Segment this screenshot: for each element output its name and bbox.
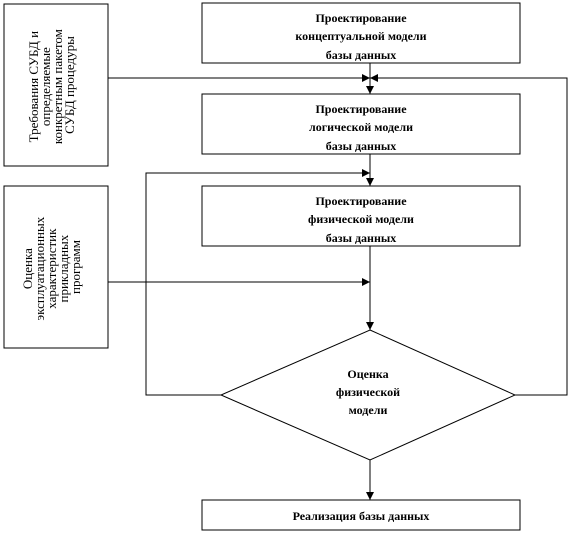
input-line: конкретным пакетом [50, 29, 65, 144]
input-box-operational-evaluation: Оценка эксплуатационных характеристик пр… [3, 185, 109, 349]
node-line: физической [336, 385, 400, 399]
input-line: эксплуатационных [32, 216, 47, 320]
node-label: Реализация базы данных [293, 509, 430, 523]
node-line: Проектирование [315, 102, 407, 116]
node-line: концептуальной модели [295, 29, 426, 43]
svg-text:Оценка эксплуатационны: Оценка эксплуатационных характеристик пр… [20, 214, 83, 321]
node-database-implementation: Реализация базы данных [201, 499, 521, 531]
input-line: прикладных [56, 234, 71, 302]
node-line: базы данных [326, 231, 396, 245]
node-line: физической модели [308, 212, 414, 226]
input-line: характеристик [44, 228, 59, 309]
feedback-arrow-right [370, 74, 568, 396]
node-conceptual-design: Проектирование концептуальной модели баз… [201, 2, 521, 64]
input-line: Требования СУБД и [26, 31, 41, 143]
input-line: программ [68, 240, 83, 294]
node-physical-model-evaluation: Оценка физической модели [219, 329, 517, 461]
input-line: СУБД процедуры [62, 36, 77, 134]
input-line: Оценка [20, 248, 35, 289]
node-physical-design: Проектирование физической модели базы да… [201, 185, 521, 247]
node-line: Оценка [347, 367, 388, 381]
node-line: базы данных [326, 48, 396, 62]
svg-text:Требования СУБД и опре: Требования СУБД и определяемые конкретны… [26, 26, 77, 144]
feedback-arrow-left [145, 169, 370, 396]
node-line: Проектирование [315, 194, 407, 208]
node-line: Проектирование [315, 11, 407, 25]
node-logical-design: Проектирование логической модели базы да… [201, 93, 521, 155]
input-box-dbms-requirements: Требования СУБД и определяемые конкретны… [3, 3, 109, 167]
node-line: модели [349, 403, 388, 417]
node-line: базы данных [326, 139, 396, 153]
node-line: логической модели [309, 120, 413, 134]
input-line: определяемые [38, 47, 53, 126]
